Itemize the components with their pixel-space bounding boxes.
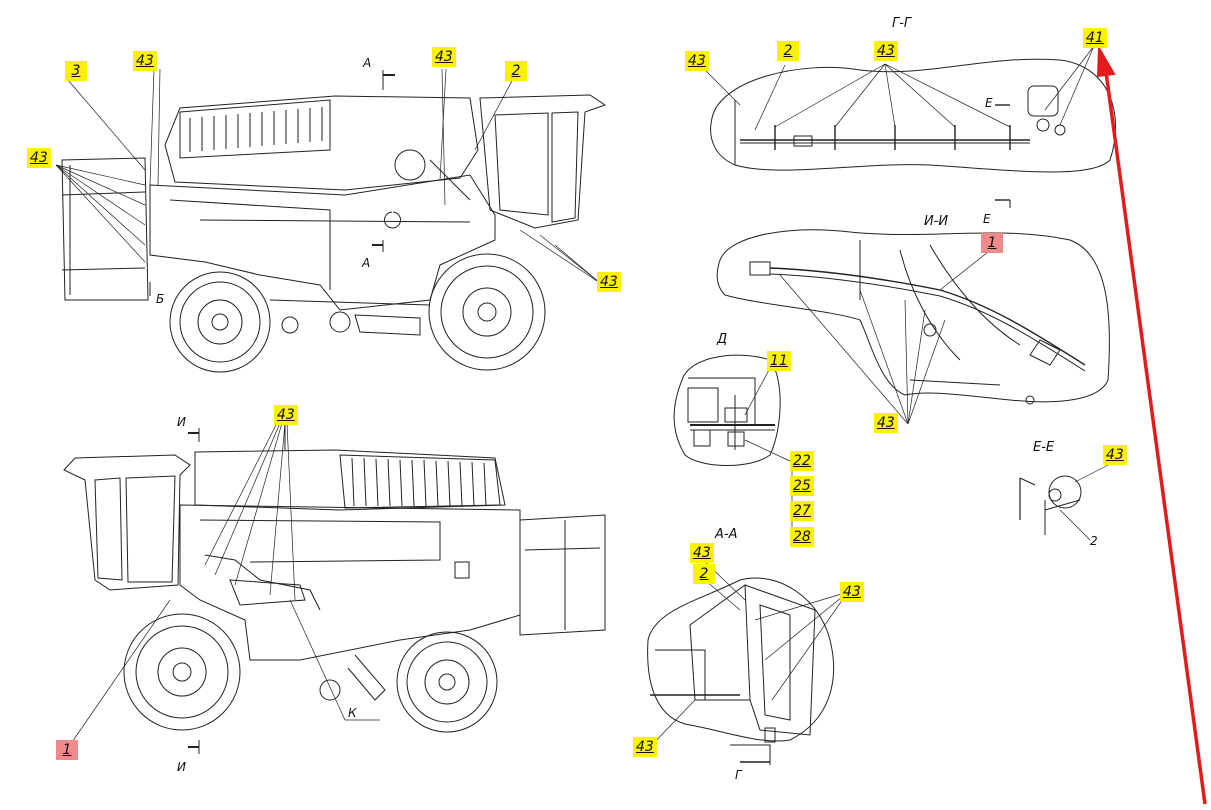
leaders-e-e xyxy=(1059,462,1113,541)
section-letter-i-bottom: И xyxy=(177,760,186,774)
leaders-top-left xyxy=(55,68,601,284)
callout-3: 3 xyxy=(65,61,87,81)
callout-2: 2 xyxy=(505,61,527,81)
view-title-a-a: А-А xyxy=(715,527,738,542)
callout-43: 43 xyxy=(1103,445,1127,465)
callout-43: 43 xyxy=(133,51,157,71)
callout-43: 43 xyxy=(685,51,709,71)
leaders-i-i xyxy=(779,251,989,425)
callout-43: 43 xyxy=(633,737,657,757)
view-i-i xyxy=(716,229,1110,405)
section-letter-g-a: Г xyxy=(735,768,742,782)
section-letter-i-top: И xyxy=(177,415,186,429)
callout-1: 1 xyxy=(56,740,78,760)
section-letter-b: Б xyxy=(156,292,165,306)
view-g-g xyxy=(710,58,1117,208)
callout-1: 1 xyxy=(981,233,1003,253)
callout-43: 43 xyxy=(597,272,621,292)
section-letter-a-top: А xyxy=(363,56,372,70)
callout-43: 43 xyxy=(274,405,298,425)
section-letter-k: К xyxy=(348,706,357,720)
callout-43: 43 xyxy=(27,148,51,168)
callout-2: 2 xyxy=(777,41,799,61)
label-2-e-e: 2 xyxy=(1090,534,1098,548)
callout-22: 22 xyxy=(790,451,814,471)
callout-27: 27 xyxy=(790,501,814,521)
callout-11: 11 xyxy=(767,351,791,371)
section-letter-e-i: Е xyxy=(983,212,991,226)
view-a-a xyxy=(647,577,835,765)
callout-25: 25 xyxy=(790,476,814,496)
callout-43: 43 xyxy=(432,47,456,67)
view-title-e-e: Е-Е xyxy=(1033,440,1055,455)
view-title-d: Д xyxy=(717,332,728,347)
section-letter-a-middle: А xyxy=(362,256,371,270)
leaders-bottom-left xyxy=(69,422,380,746)
leaders-g-g xyxy=(704,45,1095,131)
view-d xyxy=(673,354,781,466)
callout-43: 43 xyxy=(874,41,898,61)
view-e-e xyxy=(1019,475,1082,535)
callout-28: 28 xyxy=(790,527,814,547)
leaders-a-a xyxy=(649,559,849,748)
callout-43: 43 xyxy=(874,413,898,433)
section-letter-e-g: Е xyxy=(985,96,993,110)
callout-43: 43 xyxy=(690,543,714,563)
callout-43: 43 xyxy=(840,582,864,602)
combine-top-view xyxy=(61,70,607,373)
red-pointer-arrow xyxy=(1096,44,1207,805)
callout-2: 2 xyxy=(693,564,715,584)
view-title-g-g: Г-Г xyxy=(892,16,912,31)
combine-bottom-view xyxy=(63,410,606,754)
callout-41: 41 xyxy=(1083,28,1107,48)
view-title-i-i: И-И xyxy=(924,214,949,229)
